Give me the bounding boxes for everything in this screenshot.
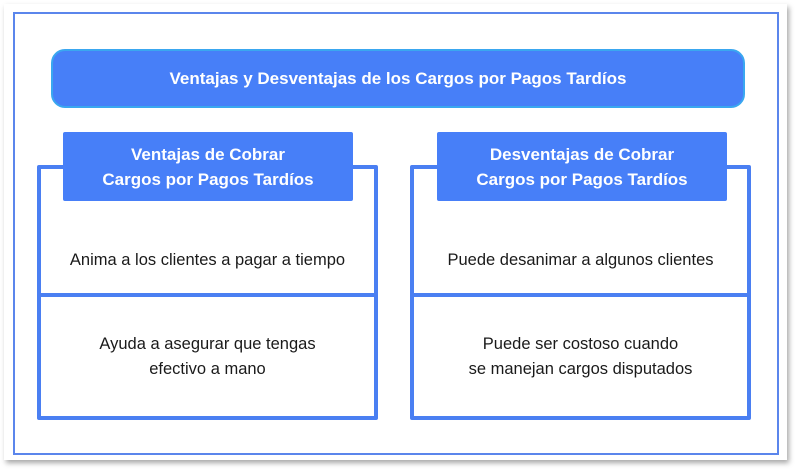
- advantages-header-line2: Cargos por Pagos Tardíos: [102, 169, 314, 189]
- disadvantages-box: Puede desanimar a algunos clientes Puede…: [410, 165, 751, 420]
- advantages-header: Ventajas de Cobrar Cargos por Pagos Tard…: [63, 132, 353, 201]
- advantage-item-2: Ayuda a asegurar que tengas efectivo a m…: [41, 297, 374, 416]
- disadvantages-header: Desventajas de Cobrar Cargos por Pagos T…: [437, 132, 727, 201]
- disadvantage-item-2-line1: Puede ser costoso cuando: [482, 334, 679, 353]
- disadvantage-item-1: Puede desanimar a algunos clientes: [414, 205, 747, 295]
- disadvantages-divider: [414, 293, 747, 297]
- advantages-box: Anima a los clientes a pagar a tiempo Ay…: [37, 165, 378, 420]
- advantage-item-2-line1: Ayuda a asegurar que tengas: [99, 334, 316, 353]
- disadvantages-header-line2: Cargos por Pagos Tardíos: [476, 169, 688, 189]
- diagram-title: Ventajas y Desventajas de los Cargos por…: [51, 49, 745, 108]
- advantage-item-2-line2: efectivo a mano: [149, 359, 266, 378]
- advantages-header-line1: Ventajas de Cobrar: [130, 144, 285, 164]
- disadvantage-item-2-line2: se manejan cargos disputados: [468, 359, 693, 378]
- diagram-title-text: Ventajas y Desventajas de los Cargos por…: [169, 68, 627, 88]
- disadvantage-item-1-line1: Puede desanimar a algunos clientes: [447, 250, 714, 269]
- advantages-divider: [41, 293, 374, 297]
- advantage-item-1-line1: Anima a los clientes a pagar a tiempo: [69, 250, 346, 269]
- disadvantage-item-2: Puede ser costoso cuando se manejan carg…: [414, 297, 747, 416]
- advantage-item-1: Anima a los clientes a pagar a tiempo: [41, 205, 374, 295]
- disadvantages-header-line1: Desventajas de Cobrar: [489, 144, 675, 164]
